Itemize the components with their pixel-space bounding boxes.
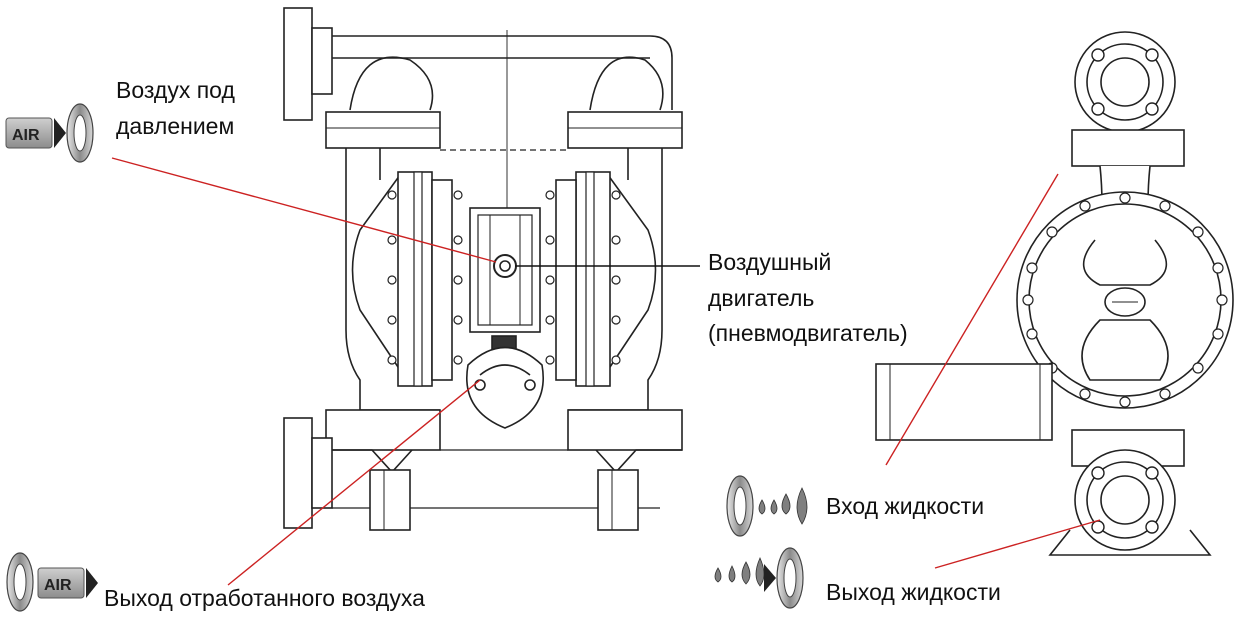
leader-lines (111, 157, 1101, 586)
pump-side-view (875, 31, 1234, 556)
pump-front-view (283, 7, 683, 531)
label-air-motor-line2: двигатель (708, 285, 815, 311)
leader-fluid-outlet (934, 519, 1101, 569)
air-exhaust-icon: AIR (6, 552, 98, 612)
leader-fluid-inlet (885, 173, 1059, 466)
air-text: AIR (12, 127, 40, 144)
label-fluid-outlet: Выход жидкости (826, 579, 1001, 605)
label-compressed-air-line2: давлением (116, 113, 235, 139)
label-compressed-air-line1: Воздух под (116, 77, 235, 103)
label-air-motor-line1: Воздушный (708, 249, 832, 275)
air-inlet-icon: AIR (5, 103, 94, 163)
label-exhaust-air: Выход отработанного воздуха (104, 585, 425, 611)
leader-exhaust-air (227, 379, 481, 586)
air-text: AIR (44, 577, 72, 594)
fluid-inlet-icon (726, 475, 808, 537)
fluid-outlet-icon (714, 547, 804, 609)
leader-compressed-air (111, 157, 497, 263)
label-air-motor-line3: (пневмодвигатель) (708, 320, 908, 346)
label-fluid-inlet: Вход жидкости (826, 493, 985, 519)
